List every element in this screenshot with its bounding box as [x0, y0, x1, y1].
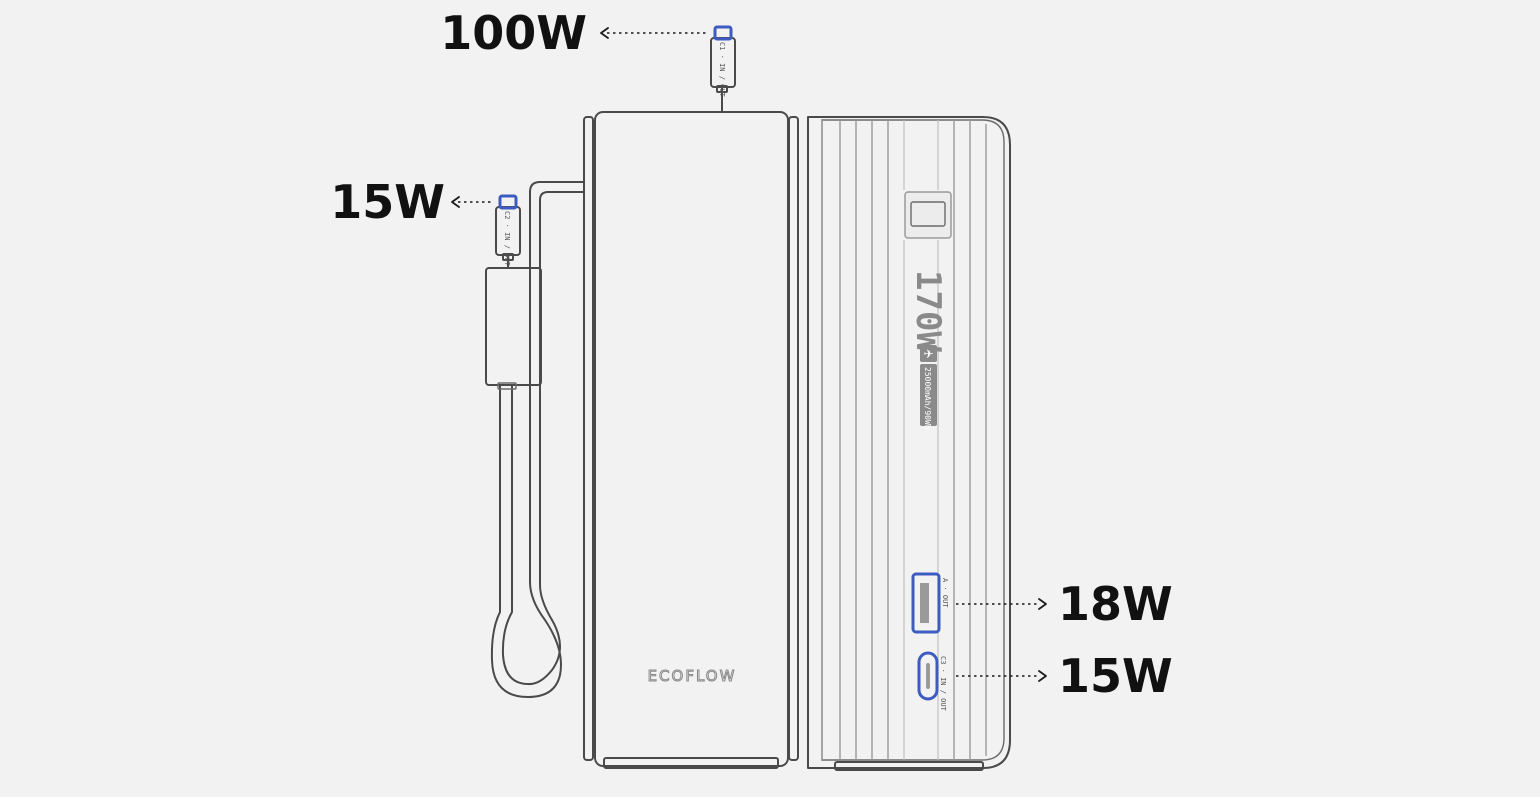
c2-port-accent	[498, 194, 518, 210]
usb-c3-port-tongue	[926, 663, 930, 689]
lanyard-clip	[904, 191, 952, 239]
cable-junction-box	[485, 267, 542, 386]
usb-c3-watt-label: 15W	[1058, 649, 1173, 703]
callout-usb-a: 18W	[956, 577, 1173, 631]
callout-c2: 15W	[330, 175, 492, 229]
front-view: ECOFLOW	[583, 111, 799, 769]
c1-port-label: C1 · IN / OUT	[718, 42, 726, 98]
c1-arrowhead	[600, 27, 609, 39]
usb-c3-port[interactable]	[917, 651, 939, 701]
usb-c3-port-label: C3 · IN / OUT	[939, 656, 947, 712]
c2-cable[interactable]: C2 · IN / OUT	[485, 181, 585, 698]
callout-usb-c3: 15W	[956, 649, 1173, 703]
brand-logo: ECOFLOW	[648, 667, 737, 685]
side-outer-shell	[807, 116, 1011, 769]
c2-watt-label: 15W	[330, 175, 445, 229]
spec-strip-text: 25000mAh/90Wh	[923, 367, 932, 430]
airplane-icon: ✈	[923, 347, 933, 361]
junction-box-tab	[497, 382, 517, 390]
side-ribs	[821, 120, 987, 760]
usb-a-port-label: A · OUT	[941, 578, 949, 608]
side-view: 170W ✈ 25000mAh/90Wh A · OUT C3 · IN / O…	[807, 116, 1011, 771]
spec-strip	[920, 364, 937, 426]
callout-c1: 100W	[440, 6, 706, 60]
usb-a-arrowhead	[1038, 598, 1047, 610]
front-right-rail	[788, 116, 799, 761]
c2-port-label: C2 · IN / OUT	[503, 211, 511, 267]
c1-watt-label: 100W	[440, 6, 587, 60]
usb-c3-arrowhead	[1038, 670, 1047, 682]
c1-port-accent	[713, 25, 733, 41]
usb-a-watt-label: 18W	[1058, 577, 1173, 631]
usb-a-port[interactable]	[911, 572, 941, 634]
usb-a-port-tongue	[920, 583, 929, 623]
lanyard-clip-inner	[910, 201, 946, 227]
rating-label: 170W	[908, 270, 948, 352]
lanyard-outer	[490, 181, 585, 698]
airplane-badge	[920, 345, 937, 362]
lanyard-inner	[501, 191, 585, 686]
c2-arrowhead	[451, 196, 460, 208]
side-inner-shell	[821, 119, 1005, 761]
front-foot	[603, 757, 779, 769]
front-left-rail	[583, 116, 594, 761]
c1-cable[interactable]: C1 · IN / OUT	[710, 25, 736, 113]
front-body	[594, 111, 789, 767]
side-foot	[834, 761, 984, 771]
